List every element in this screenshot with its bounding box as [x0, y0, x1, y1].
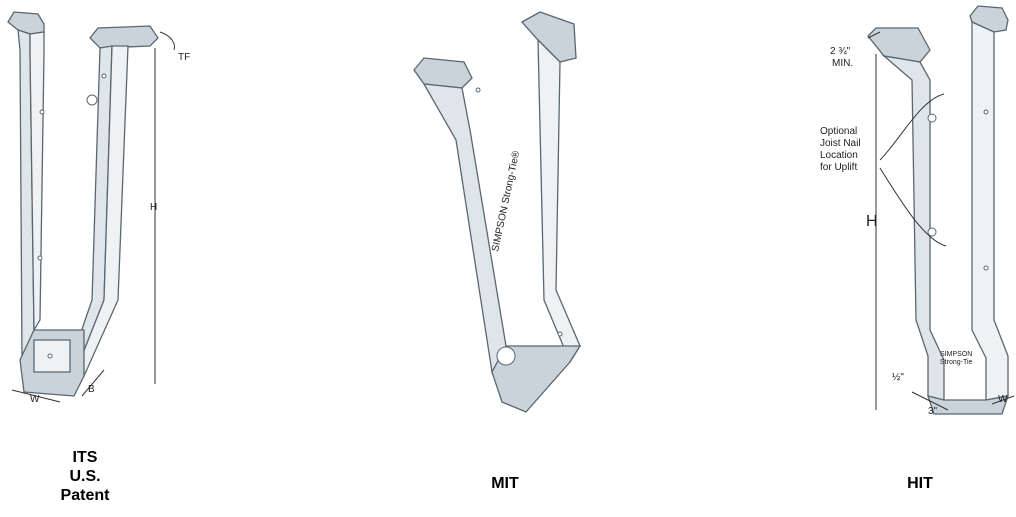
mit-nail-hole	[475, 87, 481, 93]
its-hole	[86, 94, 98, 106]
its-height-label: H	[150, 202, 157, 213]
mit-left-top-flange	[413, 57, 473, 89]
mit-caption-line-1: MIT	[491, 475, 519, 492]
its-bearing-dimension-line	[81, 369, 105, 397]
mit-left-strap	[422, 83, 507, 375]
hit-width-dimension-line	[991, 395, 1015, 405]
hit-stamp-line-2: Strong-Tie	[940, 359, 973, 366]
hit-callout-line-2: Joist Nail	[820, 138, 861, 149]
its-width-label: W	[30, 394, 40, 405]
mit-nail-hole	[557, 331, 563, 337]
its-tf-label: TF	[178, 52, 190, 63]
hit-three-dimension-line	[911, 391, 949, 411]
its-left-strap-side	[29, 31, 45, 333]
hit-caption: HIT	[875, 474, 965, 493]
its-bearing-label: B	[88, 384, 95, 395]
hit-min-dimension-line	[867, 31, 881, 39]
its-width-dimension-line	[11, 389, 61, 403]
hit-right-strap	[971, 20, 1009, 401]
its-nail-hole	[39, 109, 45, 115]
hit-hole	[927, 227, 937, 237]
hit-callout-line	[879, 93, 945, 161]
hit-callout-line-3: Location	[820, 150, 858, 161]
its-caption-line-3: Patent	[60, 487, 110, 504]
hit-seat	[927, 395, 1009, 415]
hit-stamp-line-1: SIMPSON	[940, 351, 972, 358]
hit-callout-line	[879, 167, 947, 247]
mit-right-strap	[537, 38, 581, 364]
hit-hanger: 2 ¾" MIN. H ½" 3" W Optional Joist Nail …	[820, 5, 1015, 417]
its-nail-hole	[47, 353, 53, 359]
mit-stamp: SIMPSON Strong-Tie®	[490, 149, 522, 252]
hit-callout-line-4: for Uplift	[820, 162, 857, 173]
its-caption-line-2: U.S.	[69, 468, 101, 485]
hit-height-label: H	[866, 213, 878, 230]
hit-nail-hole	[983, 109, 989, 115]
hit-min-label-b: MIN.	[832, 58, 853, 69]
mit-caption: MIT	[460, 474, 550, 493]
hit-three-label: 3"	[928, 406, 938, 417]
hit-min-label-a: 2 ¾"	[830, 46, 851, 57]
mit-seat	[491, 345, 582, 413]
mit-emblem	[496, 346, 516, 366]
hit-width-label: W	[998, 394, 1008, 405]
its-nail-hole	[101, 73, 107, 79]
its-right-top-flange	[89, 25, 159, 49]
its-caption-line-1: ITS	[72, 449, 98, 466]
its-caption: ITS U.S. Patent	[40, 448, 130, 505]
its-tf-arc	[159, 31, 175, 51]
its-left-top-flange	[7, 11, 45, 35]
its-hanger: TF H W B	[7, 11, 190, 405]
mit-hanger: SIMPSON Strong-Tie®	[413, 11, 582, 413]
hit-nail-hole	[983, 265, 989, 271]
its-nail-hole	[37, 255, 43, 261]
hit-hole	[927, 113, 937, 123]
hit-left-strap	[881, 54, 945, 401]
hit-caption-line-1: HIT	[907, 475, 933, 492]
hit-half-label: ½"	[892, 372, 904, 383]
hit-callout-line-1: Optional	[820, 126, 857, 137]
